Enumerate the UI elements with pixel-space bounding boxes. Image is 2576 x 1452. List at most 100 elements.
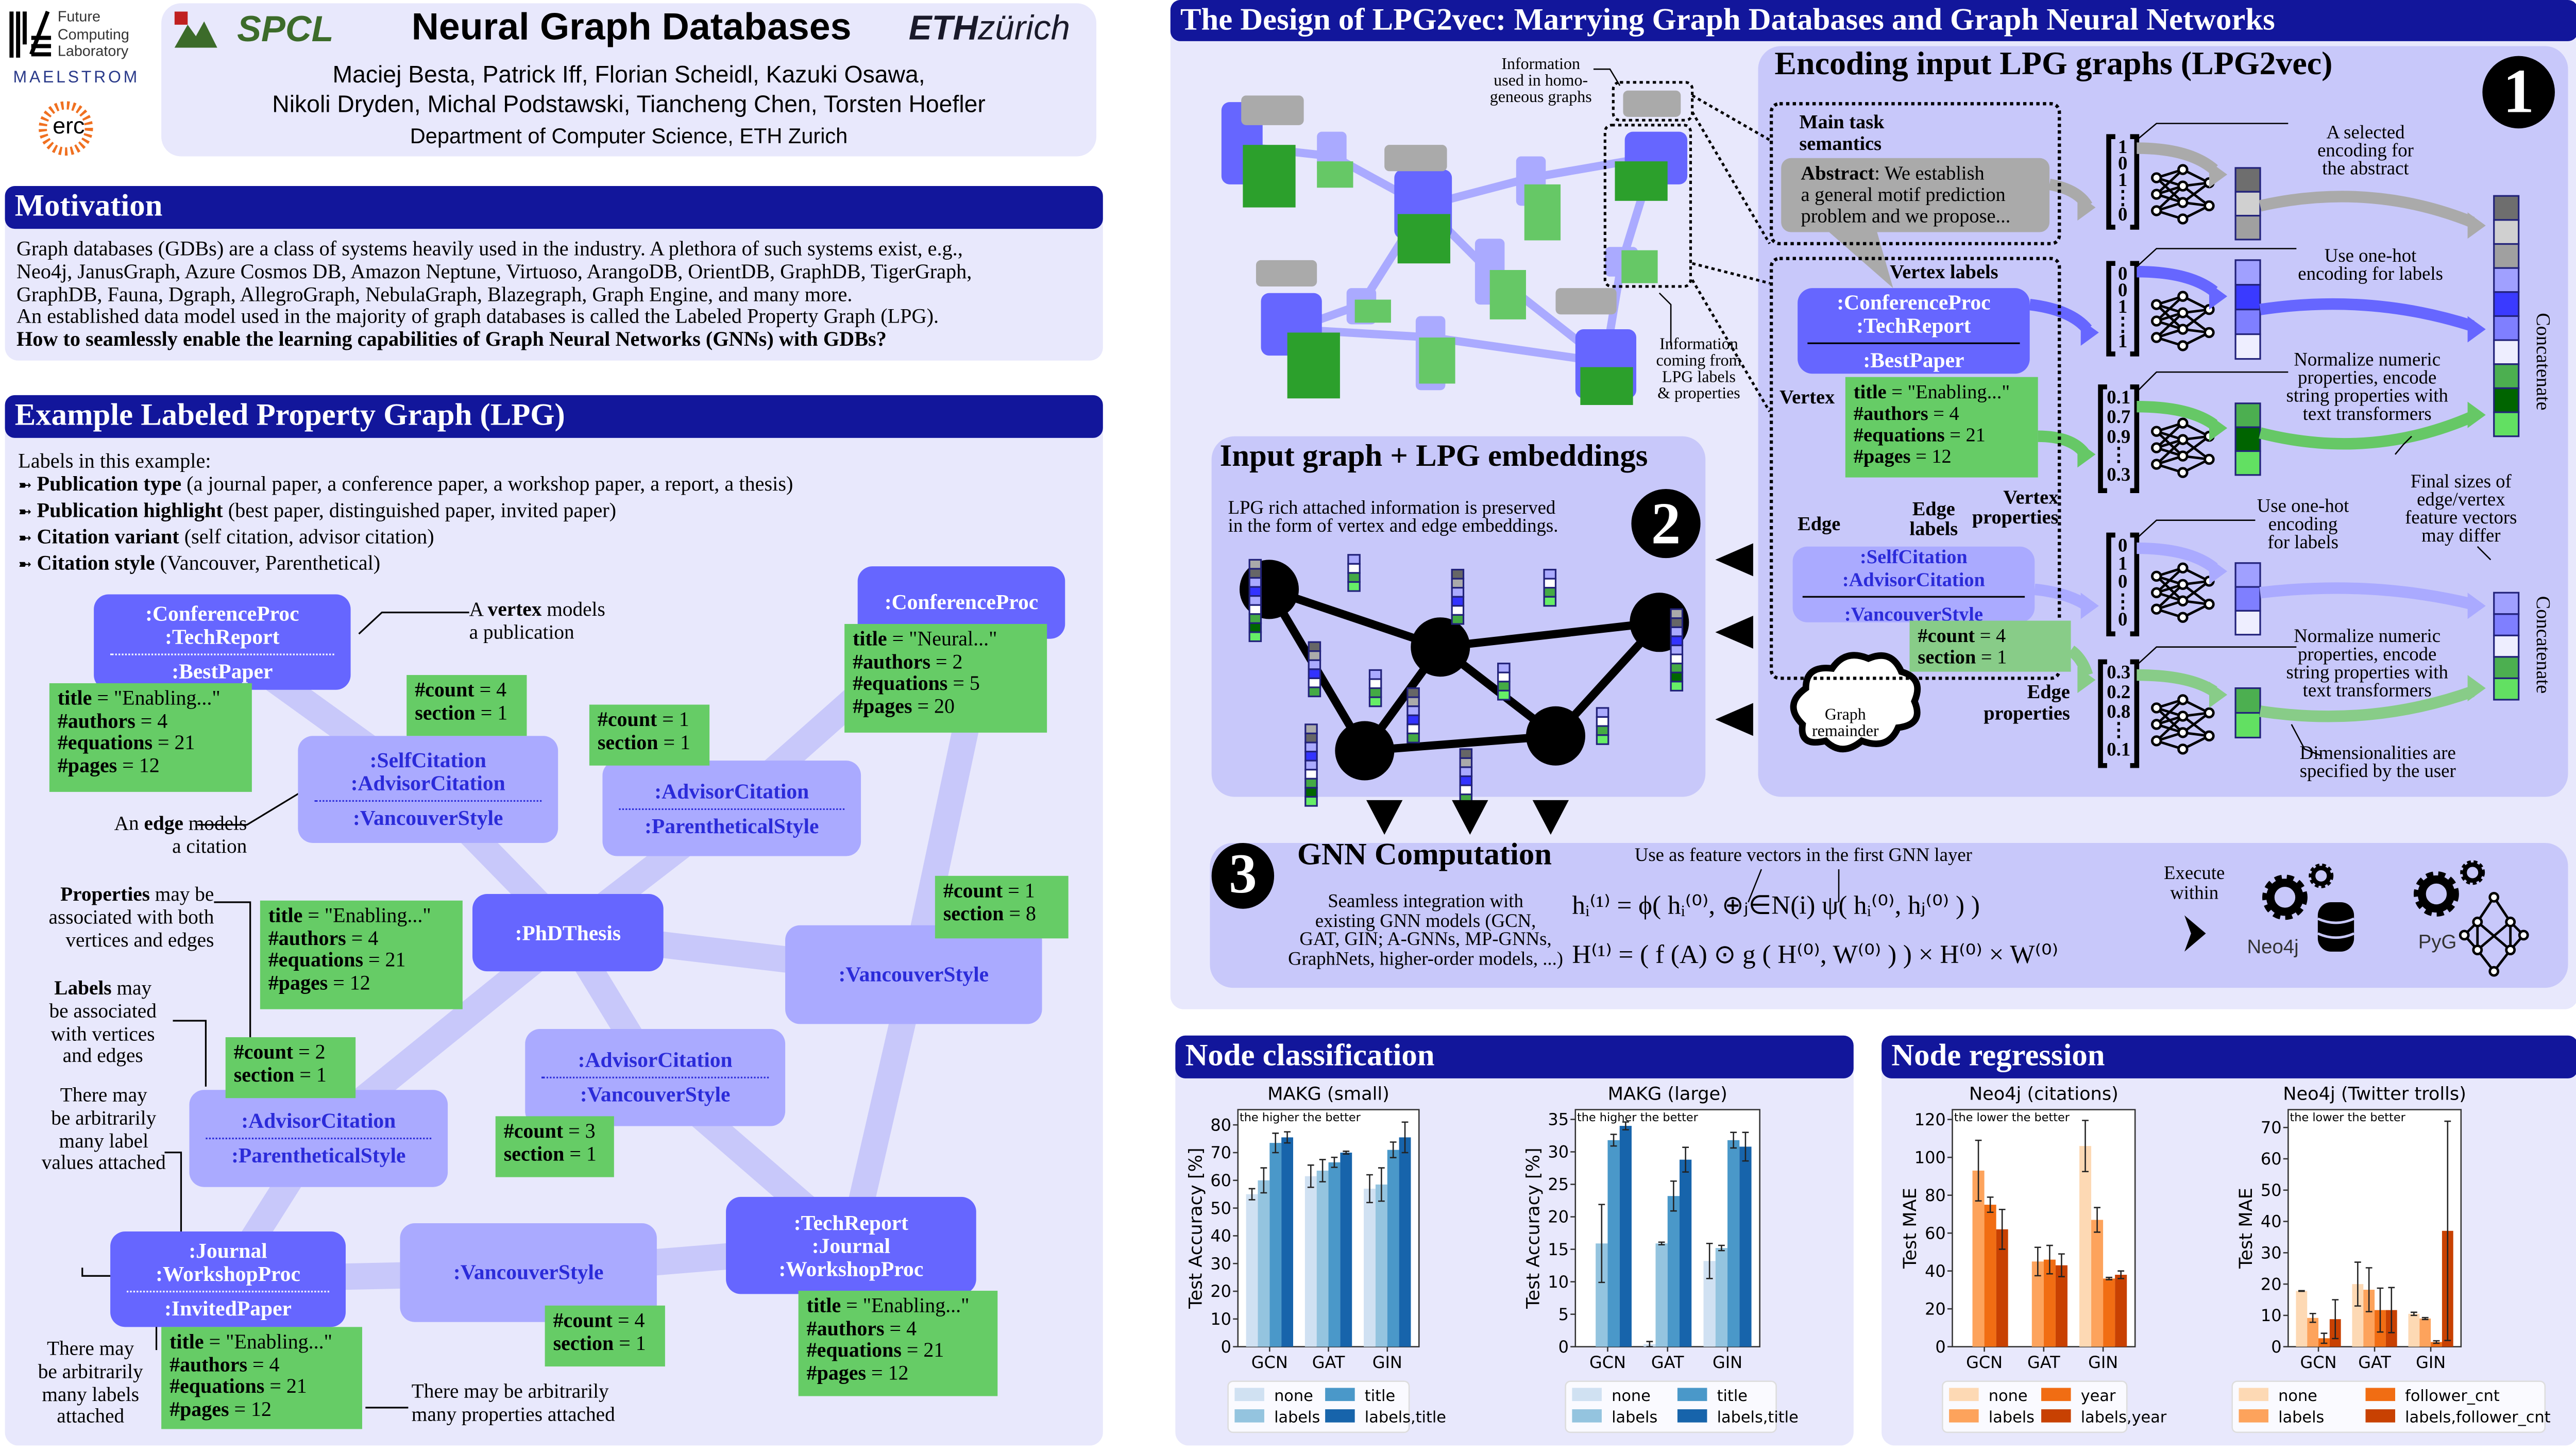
chart-note: the higher the better (1240, 1111, 1361, 1124)
vector-entry: 1 (2118, 298, 2128, 318)
encoding-vertex-box: :ConferenceProc:TechReport:BestPaper (1798, 288, 2030, 374)
text-line: associated with both (48, 905, 214, 928)
y-tick-label: 70 (2261, 1118, 2282, 1137)
bar-labels-GAT (2363, 1290, 2375, 1347)
lpg-bullet: ➼Citation variant (self citation, adviso… (18, 525, 434, 549)
vertex-label-embedding-cell (2234, 284, 2261, 311)
edge-box: :SelfCitation:AdvisorCitation:VancouverS… (298, 736, 558, 843)
vertex-feature-vector-cell (2493, 411, 2520, 437)
x-tick-label: GIN (1372, 1353, 1402, 1372)
mini-embedding-cell (1670, 671, 1684, 683)
gear-icon (2413, 871, 2459, 917)
mini-embedding-cell (1347, 581, 1361, 592)
mini-label-node (1241, 95, 1304, 125)
vertex-box: :TechReport:Journal:WorkshopProc (726, 1196, 976, 1294)
y-tick-label: 0 (1558, 1337, 1569, 1357)
vertex-prop-embedding-cell (2234, 402, 2261, 428)
note-normalize-vertex-line: text transformers (2302, 405, 2432, 425)
edge-box: :AdvisorCitation:VancouverStyle (525, 1029, 786, 1126)
text-line: An edge models (114, 812, 247, 835)
edge-feature-vector-cell (2493, 656, 2520, 680)
arrowhead-icon (2080, 319, 2099, 346)
mini-embedding-cell (1304, 751, 1318, 762)
chart-legend (1942, 1380, 2128, 1433)
property-line: #authors = 4 (170, 1352, 280, 1376)
vertex-labels-caption: Vertex labels (1890, 260, 1998, 283)
neo4j-label: Neo4j (2247, 935, 2299, 958)
edge-feature-vector-cell (2493, 613, 2520, 636)
error-bar (1706, 1242, 1713, 1279)
y-tick-label: 50 (1210, 1198, 1231, 1218)
mini-embedding-cell (1670, 681, 1684, 691)
mini-embedding-cell (1459, 766, 1473, 778)
legend-swatch (2365, 1388, 2396, 1402)
arrowhead-icon (2467, 401, 2486, 428)
gnn-description-line: Seamless integration with (1328, 892, 1523, 913)
chart-note: the higher the better (1577, 1111, 1699, 1124)
vector-entry: 0 (2118, 205, 2128, 226)
bar-year-GIN (2103, 1278, 2115, 1347)
y-tick-label: 100 (1914, 1147, 1946, 1167)
error-bar (1331, 1156, 1338, 1168)
property-line: #pages = 12 (268, 970, 370, 994)
vertex-feature-vector-cell (2493, 195, 2520, 221)
mini-property-block (1354, 299, 1391, 323)
legend-swatch (2239, 1409, 2268, 1423)
mini-property-block (1243, 145, 1296, 208)
note-normalize-edge-line: Normalize numeric (2294, 627, 2441, 647)
property-line: #pages = 12 (1853, 444, 1952, 468)
poster-title: Neural Graph Databases (411, 5, 852, 48)
lpg-heading: Example Labeled Property Graph (LPG) (5, 395, 1103, 438)
property-box: title = "Enabling..."#authors = 4#equati… (161, 1327, 362, 1429)
arrowhead-icon (2077, 667, 2096, 694)
edge-label-embedding-cell (2234, 610, 2261, 636)
x-tick-label: GAT (1312, 1353, 1345, 1372)
property-line: title = "Enabling..." (170, 1330, 332, 1354)
vector-entry: 0.2 (2107, 683, 2131, 703)
vertex-feature-vector-cell (2493, 219, 2520, 245)
legend-label: labels (1612, 1409, 1657, 1427)
label-text: :ConferenceProc (145, 600, 299, 625)
label-text: :ParentheticalStyle (231, 1142, 406, 1168)
vector-bracket-left (2106, 532, 2115, 636)
y-tick-label: 10 (2261, 1306, 2282, 1325)
bar-chart: Neo4j (Twitter trolls)the lower the bett… (2231, 1083, 2551, 1433)
error-bar (2058, 1253, 2065, 1277)
mini-embedding-cell (1459, 748, 1473, 759)
mini-embedding-cell (1543, 587, 1557, 598)
dashed-connector (1692, 262, 1770, 285)
mini-property-block (1317, 161, 1353, 188)
x-tick-label: GAT (2027, 1353, 2060, 1372)
vertex-label-embedding-cell (2234, 333, 2261, 360)
property-line: section = 1 (1918, 645, 2007, 669)
flow-arrow (2259, 298, 2475, 332)
mini-label-node (1256, 260, 1317, 286)
gnn-description-line: GAT, GIN; A-GNNs, MP-GNNs, (1299, 930, 1552, 950)
error-bar (1742, 1132, 1749, 1162)
mini-embedding-cell (1670, 635, 1684, 647)
mini-embedding-cell (1368, 669, 1382, 680)
text-line: many label (59, 1128, 149, 1152)
dashed-connector (1691, 279, 1771, 413)
legend-swatch (2365, 1409, 2396, 1423)
concatenate-label: Concatenate (2532, 596, 2555, 694)
legend-label: follower_cnt (2405, 1387, 2500, 1405)
error-bar (1718, 1244, 1725, 1252)
annotation-leader-line (81, 1268, 124, 1277)
legend-label: none (1989, 1387, 2028, 1405)
error-bar (2046, 1244, 2053, 1275)
error-bar (1343, 1151, 1350, 1155)
chart-title: MAKG (small) (1267, 1083, 1389, 1104)
bar-none-GIN (2079, 1146, 2092, 1347)
label-text: :VancouverStyle (453, 1259, 604, 1285)
label-text: :Journal (189, 1237, 267, 1262)
error-bar (1682, 1146, 1689, 1173)
